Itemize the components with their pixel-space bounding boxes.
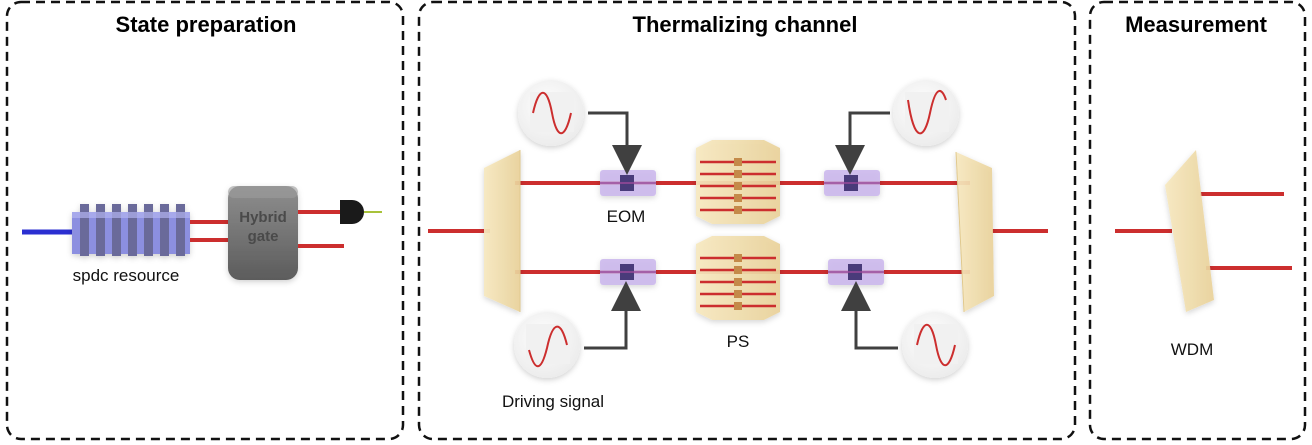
panel-title-thermalizing-channel: Thermalizing channel <box>633 12 858 37</box>
driving-signal-lower-left <box>514 312 580 378</box>
driver-arrow-upper-left <box>588 111 642 175</box>
driver-arrow-lower-right <box>841 281 898 350</box>
hybrid-gate-label-line1: Hybrid <box>239 209 287 226</box>
eom-upper-right <box>824 170 880 196</box>
output-beam-combiner <box>955 151 994 313</box>
panel-title-state-preparation: State preparation <box>116 12 297 37</box>
driver-arrow-upper-right <box>835 111 890 175</box>
eom-lower-left <box>600 259 656 285</box>
driver-arrow-lower-left <box>584 281 641 350</box>
panel-frame-thermalizing-channel <box>417 0 1077 441</box>
hybrid-gate-label-line2: gate <box>248 228 279 245</box>
driving-signal-upper-left <box>518 80 584 146</box>
hybrid-gate-output-waveguides <box>298 210 344 248</box>
detector-icon <box>340 200 382 224</box>
wdm-label: WDM <box>1171 340 1213 359</box>
spdc-resource-label: spdc resource <box>73 266 180 285</box>
phase-shifter-lower <box>696 236 780 320</box>
driving-signal-label: Driving signal <box>502 392 604 411</box>
spdc-crystal <box>72 204 190 256</box>
hybrid-gate-block <box>228 186 298 280</box>
eom-upper-left <box>600 170 656 196</box>
panel-frame-state-preparation <box>5 0 405 441</box>
ps-label: PS <box>727 332 750 351</box>
panel-frame-measurement <box>1088 0 1307 441</box>
spdc-output-waveguides <box>190 220 232 242</box>
input-beam-splitter <box>484 150 521 312</box>
wdm-output-waveguides <box>1200 192 1292 270</box>
eom-lower-right <box>828 259 884 285</box>
driving-signal-lower-right <box>902 312 968 378</box>
panel-title-measurement: Measurement <box>1125 12 1268 37</box>
phase-shifter-upper <box>696 140 780 224</box>
wdm-splitter <box>1165 150 1214 312</box>
driving-signal-upper-right <box>893 80 959 146</box>
eom-label: EOM <box>607 207 646 226</box>
